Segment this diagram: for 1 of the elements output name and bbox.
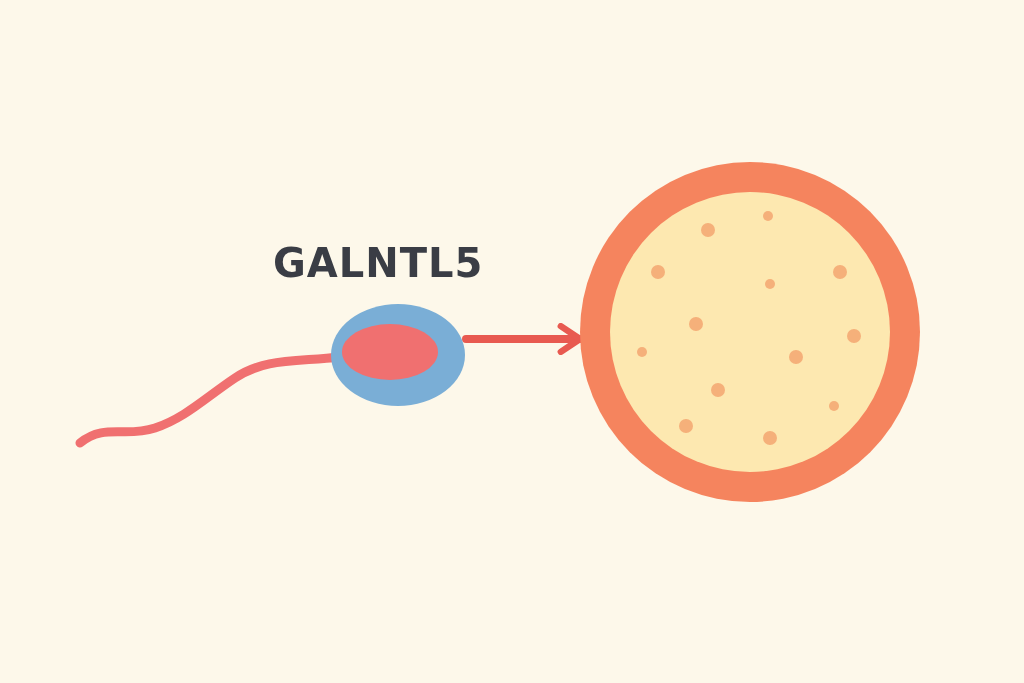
gene-label: GALNTL5 <box>273 240 484 286</box>
